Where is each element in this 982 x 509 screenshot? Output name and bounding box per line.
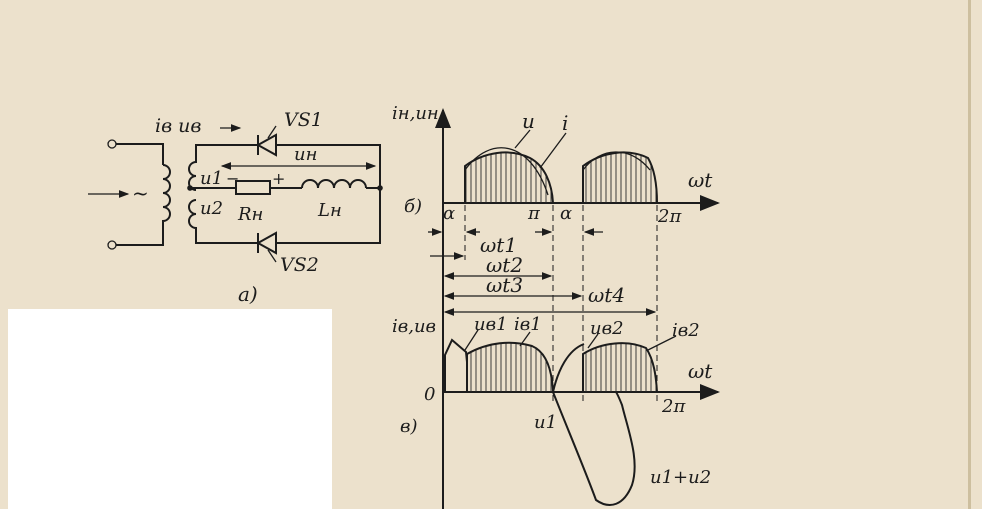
leader-iv1 <box>519 331 531 347</box>
leader-uv1 <box>464 329 479 351</box>
tick-pi-label: π <box>527 203 541 224</box>
page-edge <box>968 0 971 509</box>
vs1-label: VS1 <box>284 109 323 131</box>
alpha-right-label: α <box>560 203 572 224</box>
plot-v-caption: в) <box>400 416 418 437</box>
tick-2pi-label-v: 2π <box>661 396 686 417</box>
circuit-caption: а) <box>238 282 258 306</box>
load-node <box>377 185 383 191</box>
current-pulse-1-curve <box>464 151 554 204</box>
input-current-voltage-label: iв uв <box>155 115 201 137</box>
winding-u1-label: u1 <box>200 168 223 189</box>
load-inductor <box>301 179 367 189</box>
plot-b-x-axis-label: ωt <box>688 168 713 192</box>
valve-voltage-pre-conduction <box>444 338 468 392</box>
curve-i-label: i <box>562 111 568 135</box>
inductor-label: Lн <box>317 200 342 221</box>
blank-panel <box>8 309 332 509</box>
plus-sign: + <box>272 169 285 188</box>
primary-wire-bottom <box>116 225 164 246</box>
circuit-schematic: ~ iв uв VS1 VS2 u1 u2 uн Rн Lн − + а) <box>88 109 383 306</box>
load-resistor <box>235 180 271 195</box>
plot-b-y-axis-label: iн,uн <box>392 103 439 124</box>
bottom-rail-left <box>195 232 258 244</box>
uv2-label: uв2 <box>590 318 624 339</box>
uv1-label: uв1 <box>474 314 508 335</box>
valve-current-1-curve <box>466 341 554 393</box>
voltage-pulse-1-curve <box>464 147 549 196</box>
vs2-gate <box>267 249 277 263</box>
input-terminal-top <box>107 139 117 149</box>
leader-u <box>514 129 531 149</box>
primary-wire-top <box>116 143 164 165</box>
voltage-pulse-2-curve <box>582 151 651 171</box>
leader-i <box>539 132 567 169</box>
valve-current-2-curve <box>582 342 658 393</box>
minus-sign: − <box>226 169 239 188</box>
plot-v-valve-waveforms: iв,uв 0 uв1 iв1 uв2 iв2 ωt 2π в) u1 u1+u… <box>392 314 720 506</box>
vs2-label: VS2 <box>280 254 319 276</box>
valve-voltage-reverse <box>552 391 636 506</box>
secondary-winding <box>188 152 197 232</box>
load-voltage-label: uн <box>294 144 317 165</box>
valve-voltage-rise <box>552 343 585 393</box>
ac-source-symbol: ~ <box>132 181 149 205</box>
alpha-left-label: α <box>443 203 455 224</box>
input-terminal-bottom <box>107 240 117 250</box>
vs1-gate <box>267 125 277 139</box>
plot-v-x-axis-label: ωt <box>688 359 713 383</box>
current-pulse-2-hatching <box>583 152 657 203</box>
primary-winding <box>162 164 171 225</box>
guide-lines <box>464 205 658 405</box>
iv2-label: iв2 <box>672 320 700 341</box>
curve-u-label: u <box>522 109 535 133</box>
valve-current-1-hatching <box>467 342 553 392</box>
top-rail-right <box>276 144 381 188</box>
current-pulse-1-hatching <box>465 152 553 203</box>
thyristor-vs2-symbol <box>255 231 277 255</box>
plot-b-caption: б) <box>404 196 422 217</box>
leader-iv2 <box>647 335 677 351</box>
bottom-rail-right <box>276 188 381 244</box>
interval-wt3-label: ωt3 <box>486 273 523 297</box>
valve-current-2-hatching <box>583 343 657 392</box>
leader-uv2 <box>587 333 599 349</box>
resistor-label: Rн <box>237 204 263 225</box>
interval-wt4-label: ωt4 <box>588 283 625 307</box>
plot-v-y-axis-label: iв,uв <box>392 316 436 337</box>
u1-label: u1 <box>534 412 557 433</box>
u1-plus-u2-label: u1+u2 <box>650 467 711 488</box>
iv1-label: iв1 <box>514 314 542 335</box>
plot-b-load-waveforms: u i ωt π 2π б) α α <box>404 109 720 227</box>
interval-dimensions: ωt1 ωt2 ωt3 ωt4 <box>428 228 657 316</box>
tick-2pi-label-b: 2π <box>657 206 682 227</box>
winding-u2-label: u2 <box>200 198 223 219</box>
origin-label: 0 <box>424 384 435 405</box>
interval-wt1-label: ωt1 <box>480 233 517 257</box>
thyristor-vs1-symbol <box>255 133 277 157</box>
interval-wt2-label: ωt2 <box>486 253 523 277</box>
top-rail-left <box>195 144 258 152</box>
